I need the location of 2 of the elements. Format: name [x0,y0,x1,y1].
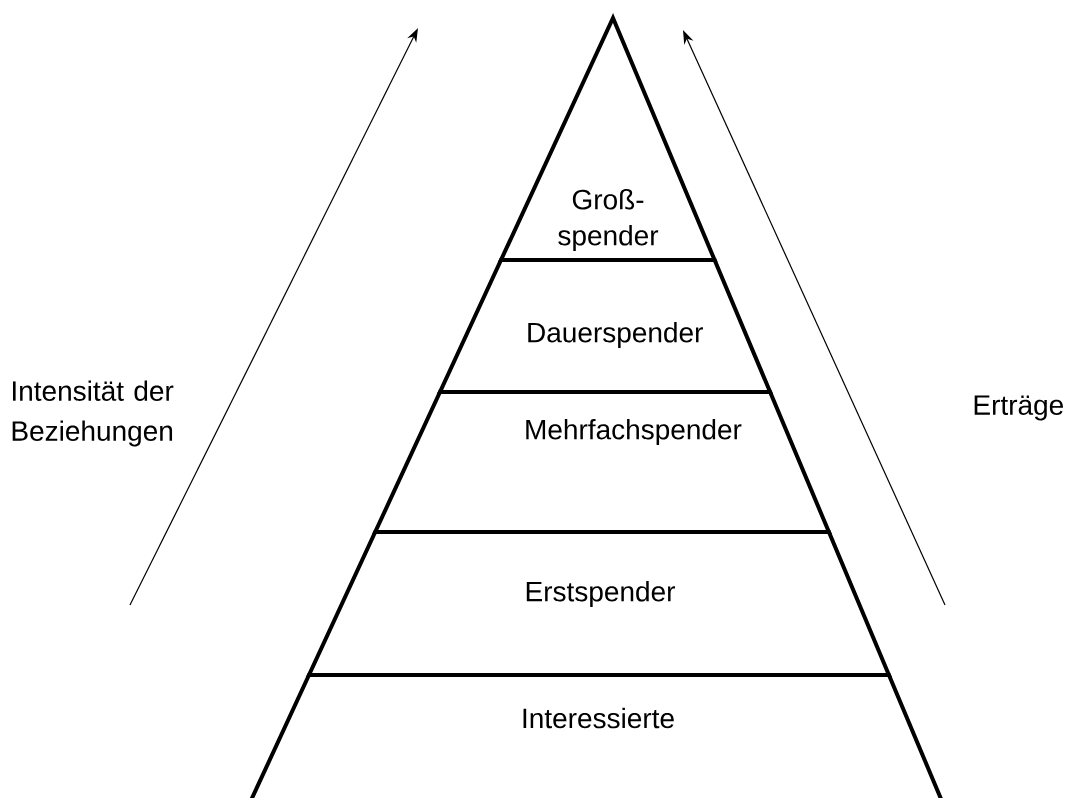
axis-label: Erträge [974,395,1063,421]
axis-label: Intensität der Beziehungen [12,380,174,447]
